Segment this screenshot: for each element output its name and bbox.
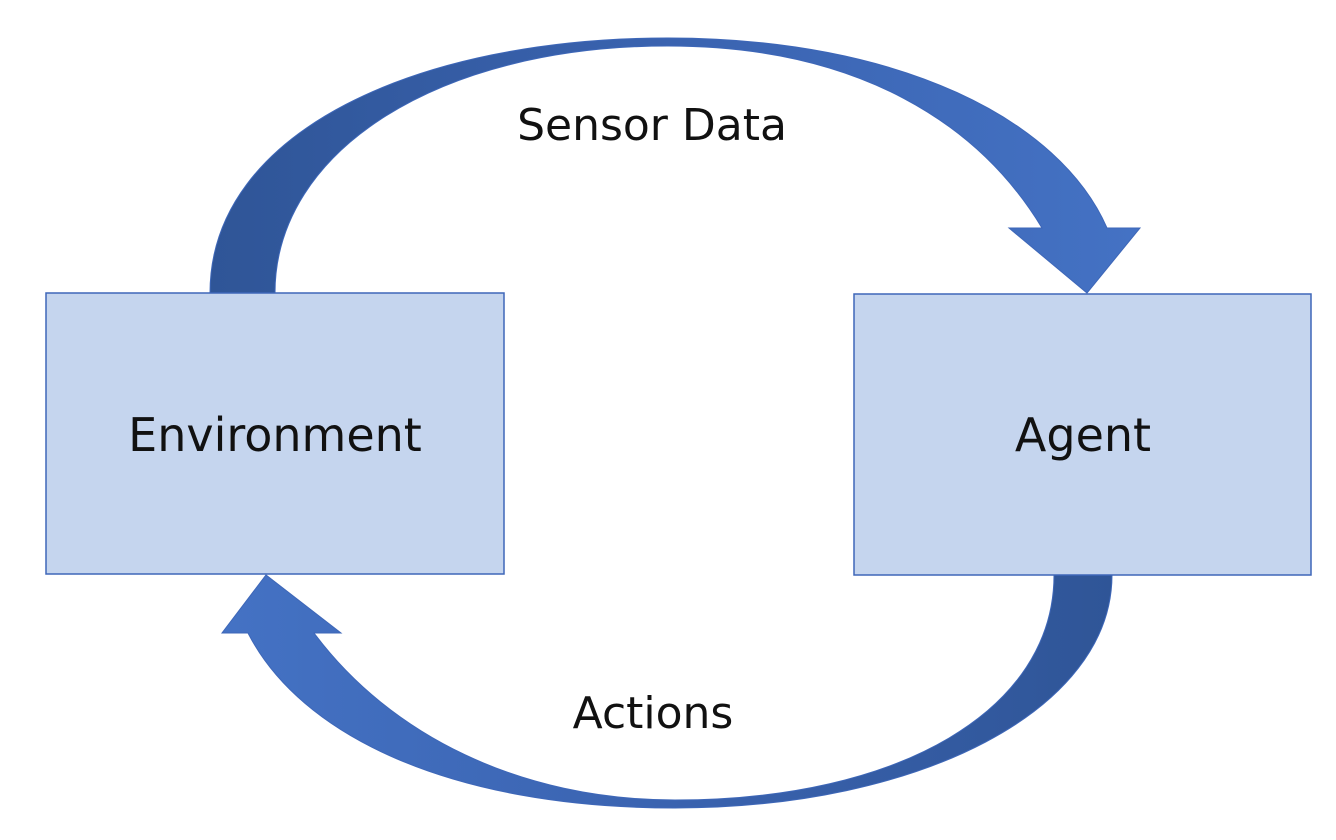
agent-label: Agent — [1015, 408, 1151, 462]
sensor-data-arrow — [209, 37, 1142, 294]
sensor-data-label: Sensor Data — [517, 100, 787, 151]
actions-arrow — [220, 574, 1113, 809]
agent-box — [853, 293, 1312, 576]
environment-box — [45, 292, 505, 575]
actions-label: Actions — [573, 688, 734, 739]
environment-label: Environment — [128, 408, 422, 462]
